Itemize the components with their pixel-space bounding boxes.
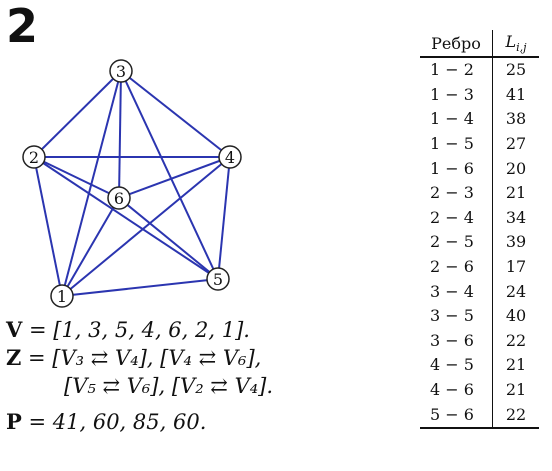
edge-cell: 2 − 6: [420, 254, 493, 280]
edge-cell: 3 − 6: [420, 328, 493, 354]
node-1: 1: [50, 284, 74, 308]
edge-4-6: [118, 156, 231, 199]
edge-cell: 1 − 2: [420, 57, 493, 83]
node-5: 5: [206, 267, 230, 291]
edge-3-6: [118, 70, 122, 199]
edge-2-3: [33, 70, 122, 158]
node-circle: [50, 284, 74, 308]
node-6: 6: [107, 186, 131, 210]
table-row: 1 − 4 38: [420, 107, 539, 132]
formulas-block: V = [1, 3, 5, 4, 6, 2, 1]. Z = [V₃ ⇄ V₄]…: [6, 316, 336, 436]
weight-cell: 22: [492, 402, 539, 430]
weight-cell: 22: [505, 330, 527, 350]
table-row: 2 − 3 21: [420, 181, 539, 206]
weight-cell: 34: [505, 207, 527, 227]
graph-edges: [33, 70, 231, 297]
edge-cell: 1 − 4: [420, 107, 493, 132]
node-2: 2: [22, 145, 46, 169]
weight-cell: 21: [505, 355, 527, 375]
p-formula: P = 41, 60, 85, 60.: [6, 408, 336, 436]
node-circle: [206, 267, 230, 291]
edge-cell: 5 − 6: [420, 402, 493, 430]
p-value: = 41, 60, 85, 60.: [28, 410, 207, 434]
edge-cell: 1 − 3: [420, 82, 493, 108]
header-edge: Ребро: [420, 30, 493, 59]
edge-cell: 1 − 5: [420, 131, 493, 157]
node-label: 5: [213, 270, 223, 289]
z-symbol: Z: [6, 345, 22, 370]
edge-1-6: [61, 197, 120, 297]
table-row: 2 − 5 39: [420, 230, 539, 255]
edge-2-5: [33, 156, 219, 280]
v-formula: V = [1, 3, 5, 4, 6, 2, 1].: [6, 316, 336, 344]
edge-cell: 1 − 6: [420, 156, 493, 182]
edge-4-5: [217, 156, 231, 280]
edge-1-3: [61, 70, 122, 297]
table-row: 3 − 4 24: [420, 279, 539, 305]
z-value-line1: = [V₃ ⇄ V₄], [V₄ ⇄ V₆],: [28, 346, 262, 370]
edge-2-6: [33, 156, 120, 199]
table-row: 4 − 5 21: [420, 353, 539, 378]
node-label: 3: [116, 62, 126, 81]
weight-cell: 20: [505, 158, 527, 178]
weight-cell: 21: [505, 379, 527, 399]
edge-1-4: [61, 156, 231, 297]
graph-nodes: 1 2 3 4 5 6: [22, 59, 242, 308]
node-circle: [107, 186, 131, 210]
edge-cell: 4 − 6: [420, 377, 493, 403]
table-row: 3 − 6 22: [420, 328, 539, 354]
edge-cell: 2 − 3: [420, 181, 493, 206]
edge-1-5: [61, 278, 219, 297]
graph-diagram: 1 2 3 4 5 6: [22, 59, 242, 308]
weight-cell: 24: [505, 281, 527, 301]
edge-3-4: [120, 70, 231, 158]
problem-number: 2: [6, 0, 39, 53]
table-row: 1 − 5 27: [420, 131, 539, 157]
table-row: 1 − 2 25: [420, 57, 539, 83]
v-value: = [1, 3, 5, 4, 6, 2, 1].: [28, 318, 250, 342]
table-row: 1 − 6 20: [420, 156, 539, 182]
node-circle: [109, 59, 133, 83]
table-body: 1 − 2 25 1 − 3 41 1 − 4 38 1 − 5 27 1 − 6 20 2 − 3…: [420, 57, 539, 430]
weight-cell: 25: [505, 60, 527, 80]
edge-cell: 2 − 4: [420, 205, 493, 231]
z-formula-line1: Z = [V₃ ⇄ V₄], [V₄ ⇄ V₆],: [6, 344, 336, 372]
table-row: 2 − 6 17: [420, 254, 539, 280]
table-row: 1 − 3 41: [420, 82, 539, 108]
weight-cell: 40: [505, 306, 527, 326]
node-3: 3: [109, 59, 133, 83]
p-symbol: P: [6, 409, 22, 434]
weight-cell: 21: [505, 183, 527, 203]
v-symbol: V: [6, 317, 23, 342]
edge-cell: 3 − 5: [420, 304, 493, 329]
weight-cell: 39: [505, 232, 527, 252]
edge-5-6: [118, 197, 219, 280]
edge-cell: 2 − 5: [420, 230, 493, 255]
table-header-row: Ребро Li,j: [420, 30, 539, 59]
node-4: 4: [218, 145, 242, 169]
weight-cell: 17: [505, 256, 527, 276]
edge-cell: 4 − 5: [420, 353, 493, 378]
node-label: 1: [57, 287, 67, 306]
z-value-line2: [V₅ ⇄ V₆], [V₂ ⇄ V₄].: [64, 374, 274, 398]
weight-cell: 27: [505, 133, 527, 153]
table-row: 2 − 4 34: [420, 205, 539, 231]
header-weight: Li,j: [492, 30, 539, 59]
node-label: 4: [225, 148, 235, 167]
node-label: 6: [114, 189, 124, 208]
table-row: 4 − 6 21: [420, 377, 539, 403]
weight-cell: 41: [505, 84, 527, 104]
node-circle: [22, 145, 46, 169]
edge-3-5: [120, 70, 219, 280]
edge-1-2: [33, 156, 63, 297]
weight-cell: 38: [505, 109, 527, 129]
node-circle: [218, 145, 242, 169]
table-row: 3 − 5 40: [420, 304, 539, 329]
edge-cell: 3 − 4: [420, 279, 493, 305]
z-formula-line2: [V₅ ⇄ V₆], [V₂ ⇄ V₄].: [6, 372, 336, 400]
node-label: 2: [29, 148, 39, 167]
